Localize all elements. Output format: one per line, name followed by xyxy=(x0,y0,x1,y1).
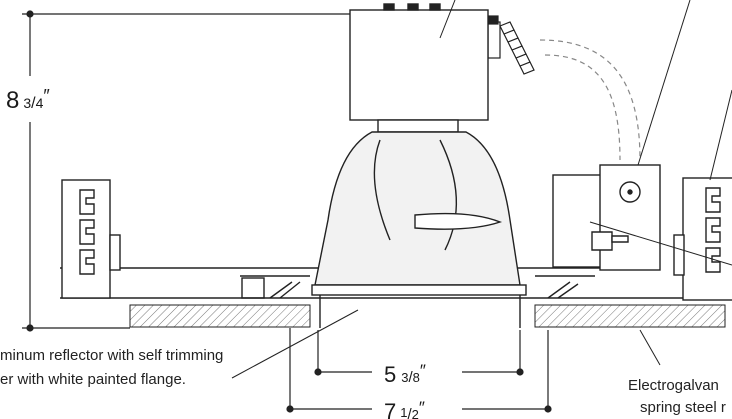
ballast-box xyxy=(349,3,489,133)
height-dimension xyxy=(22,10,350,332)
left-bar-hanger xyxy=(61,179,121,299)
spring-callout-line2: spring steel r xyxy=(640,399,726,416)
leader-lines xyxy=(231,0,732,379)
ceiling-section xyxy=(129,304,726,328)
conduit-connector xyxy=(485,15,535,75)
overall-width-dimension xyxy=(286,328,552,413)
reflector-callout-line2: er with white painted flange. xyxy=(0,371,186,388)
reflector-callout-line1: minum reflector with self trimming xyxy=(0,347,223,364)
right-bar-hanger xyxy=(673,177,732,301)
junction-box xyxy=(552,164,661,271)
reflector-cone xyxy=(311,131,527,328)
aperture-dimension xyxy=(314,330,524,376)
flex-conduit xyxy=(539,39,641,161)
spring-callout-line1: Electrogalvan xyxy=(628,377,719,394)
